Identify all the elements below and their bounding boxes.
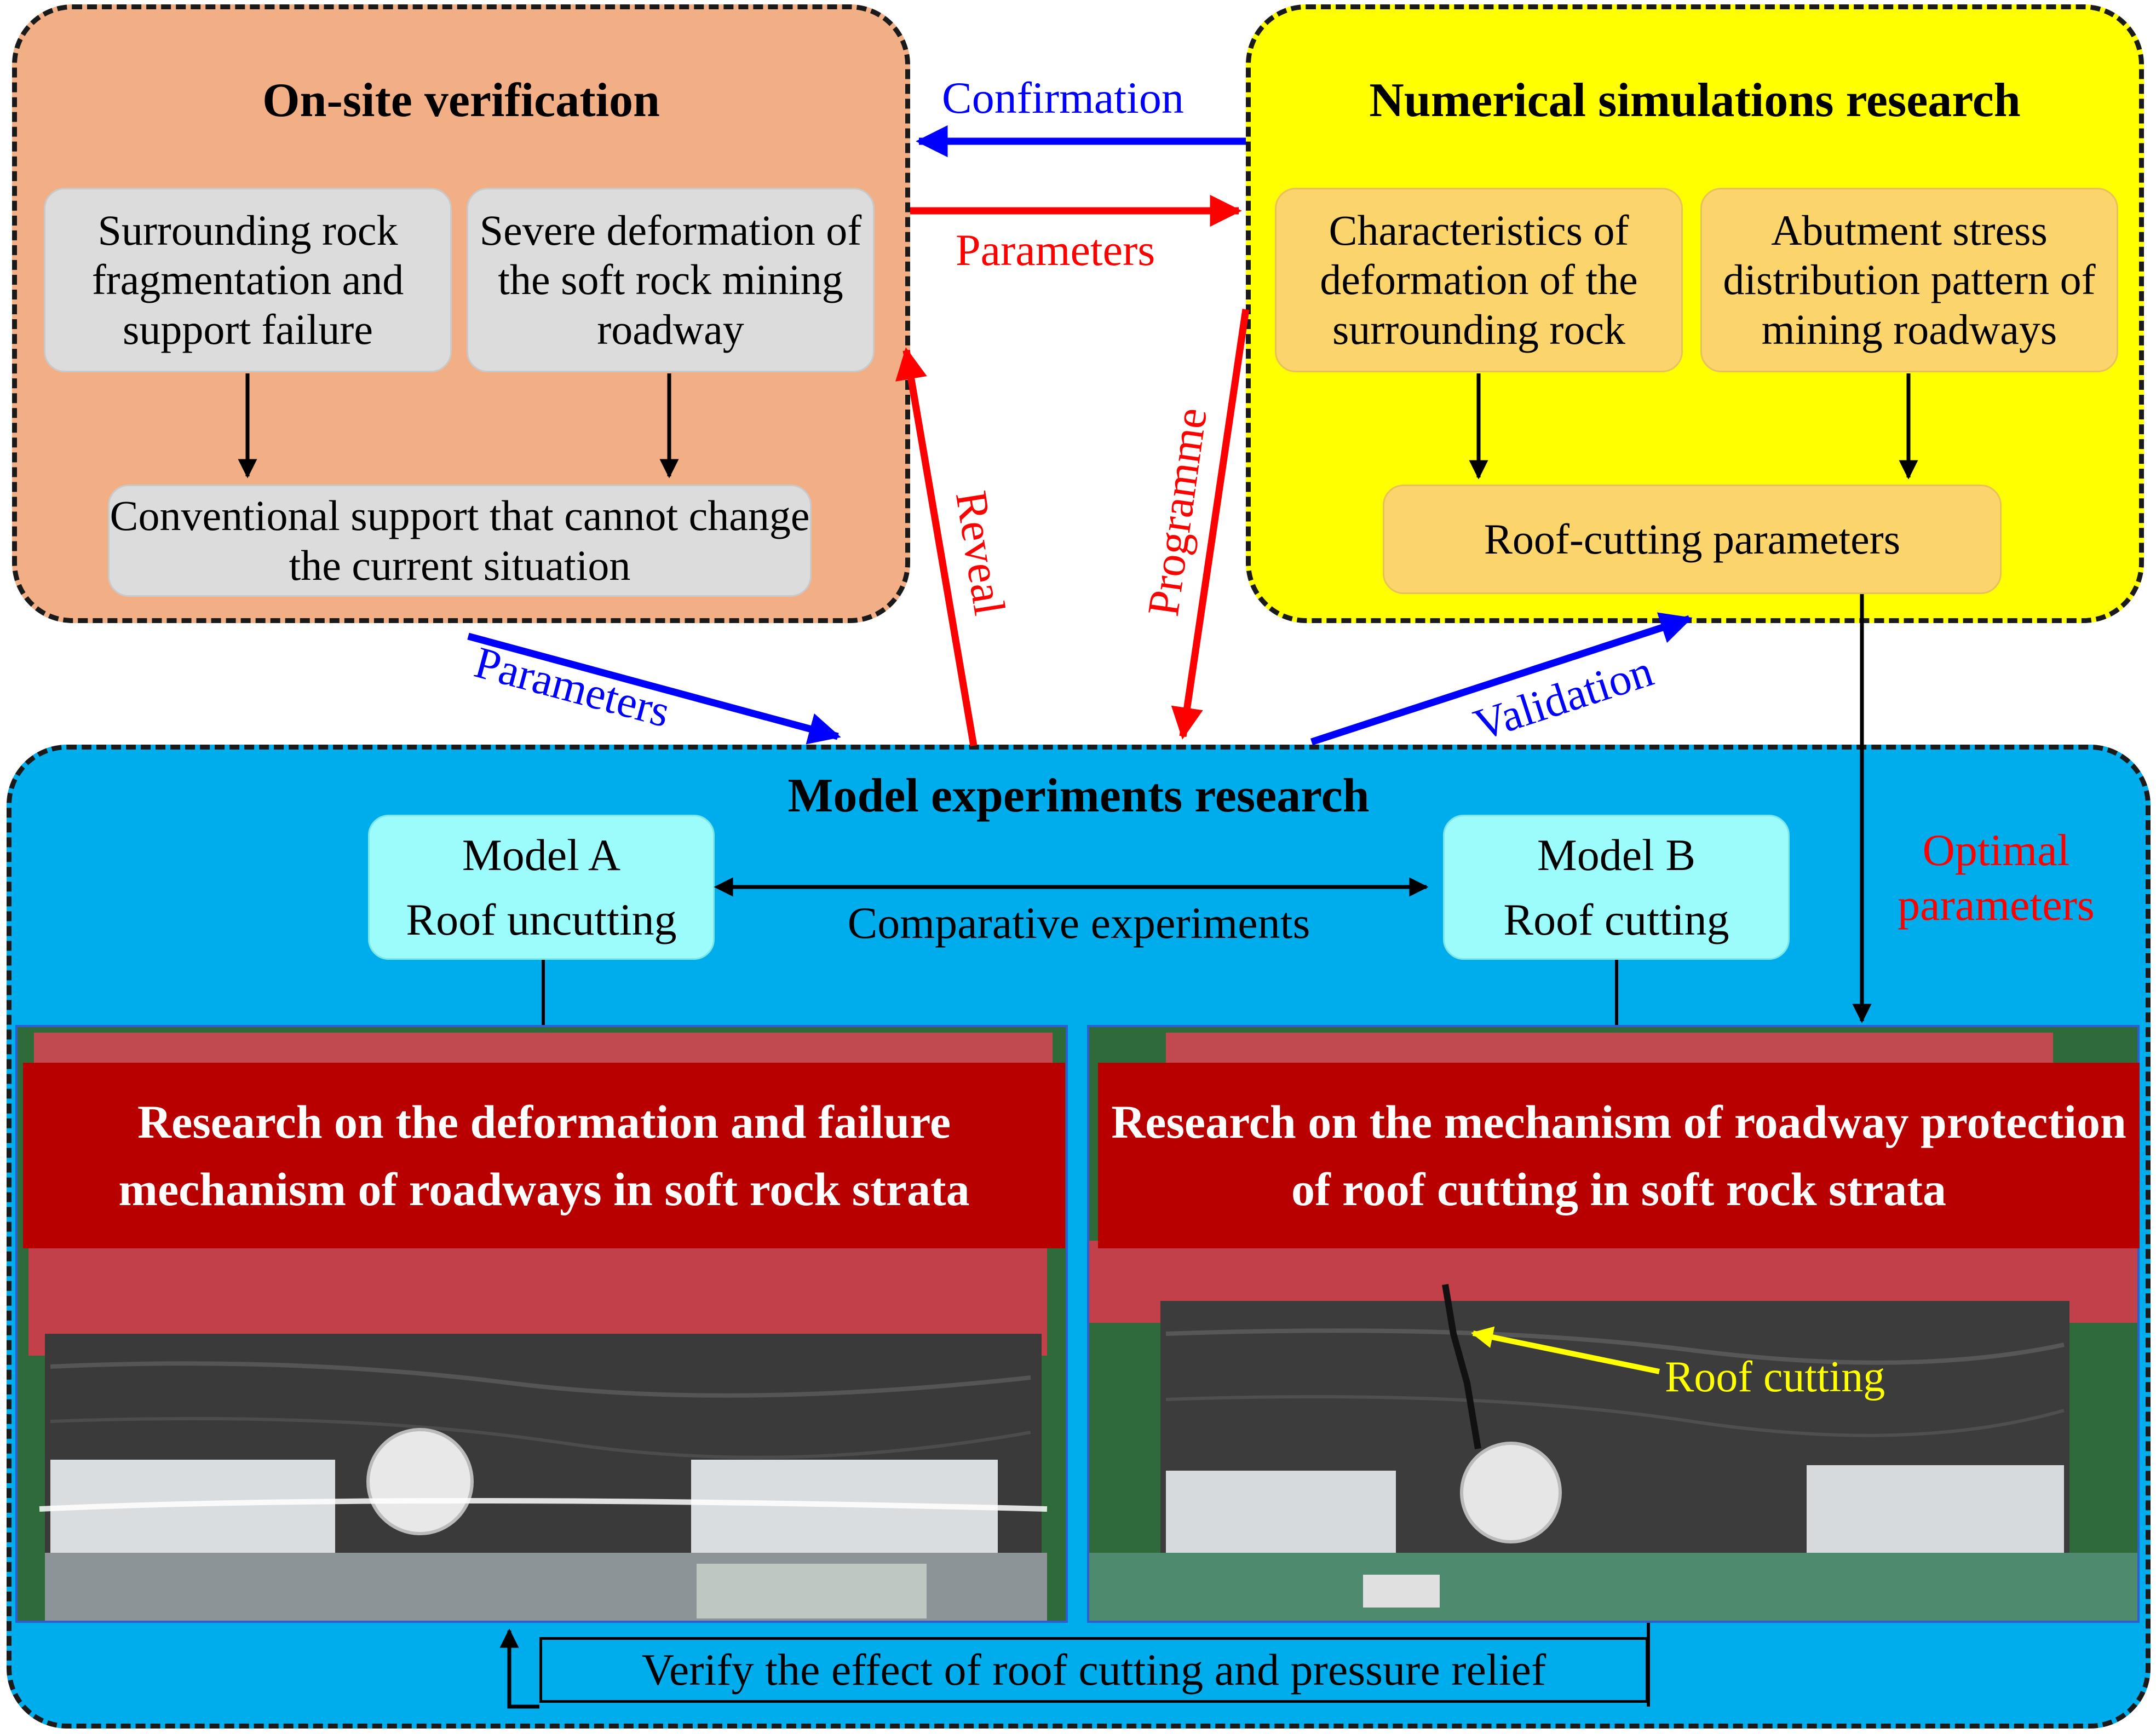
model-a-name: Model A (462, 830, 621, 880)
onsite-title: On-site verification (262, 74, 660, 127)
conventional-support-box: Conventional support that cannot change … (108, 485, 812, 597)
arrow-roof-cutting-pointer (1471, 1326, 1660, 1374)
arrow-programme (1171, 309, 1250, 740)
parameters-top-label: Parameters (956, 225, 1155, 275)
optimal-label: Optimal (1922, 825, 2070, 875)
roof-cutting-parameters-box: Roof-cutting parameters (1383, 485, 2002, 594)
model-b-box: Model B Roof cutting (1443, 815, 1790, 960)
model-b-desc: Roof cutting (1503, 894, 1729, 944)
abutment-stress-box: Abutment stress distribution pattern of … (1700, 188, 2118, 372)
arrow-parameters-bottom (467, 632, 841, 745)
parameters-optimal-label: parameters (1898, 880, 2095, 930)
model-title: Model experiments research (787, 769, 1370, 822)
arrow-reveal (895, 347, 978, 747)
arrow-validation (1310, 612, 1693, 746)
model-b-research-banner: Research on the mechanism of roadway pro… (1098, 1063, 2140, 1248)
verify-effect-box: Verify the effect of roof cutting and pr… (539, 1637, 1648, 1703)
model-a-research-banner: Research on the deformation and failure … (23, 1063, 1065, 1248)
deformation-characteristics-box: Characteristics of deformation of the su… (1275, 188, 1683, 372)
model-a-box: Model A Roof uncutting (368, 815, 715, 960)
numsim-title: Numerical simulations research (1369, 74, 2021, 127)
model-b-name: Model B (1537, 830, 1696, 880)
model-a-desc: Roof uncutting (406, 894, 677, 944)
rock-fragmentation-box: Surrounding rock fragmentation and suppo… (44, 188, 452, 372)
severe-deformation-box: Severe deformation of the soft rock mini… (467, 188, 875, 372)
arrow-verify-loop (499, 1628, 539, 1709)
roof-cutting-annotation: Roof cutting (1665, 1353, 1885, 1401)
comparative-experiments-label: Comparative experiments (847, 898, 1310, 948)
confirmation-label: Confirmation (942, 73, 1184, 123)
